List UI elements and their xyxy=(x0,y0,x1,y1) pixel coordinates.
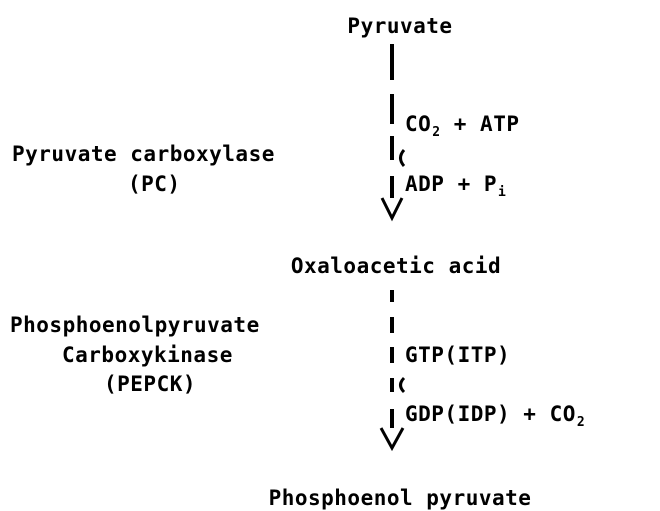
step2-arrowhead xyxy=(379,427,405,452)
compound-oxaloacetic-acid: Oxaloacetic acid xyxy=(290,254,502,278)
step2-cofactor-in: GTP(ITP) xyxy=(405,343,511,367)
step1-cofactor-out: ADP + Pi xyxy=(405,172,507,200)
step1-cofactor-in: CO2 + ATP xyxy=(405,112,520,140)
step2-cofactor-out: GDP(IDP) + CO2 xyxy=(405,402,586,430)
step2-cofactor-curve xyxy=(399,376,406,394)
step1-arrowhead xyxy=(380,197,404,222)
step2-enzyme-line1: Phosphoenolpyruvate xyxy=(10,313,260,337)
step2-enzyme-abbrev: (PEPCK) xyxy=(104,372,197,396)
compound-pyruvate: Pyruvate xyxy=(347,14,453,38)
step2-enzyme-line2: Carboxykinase xyxy=(62,343,233,367)
step1-enzyme-name: Pyruvate carboxylase xyxy=(12,142,275,166)
step1-enzyme-abbrev: (PC) xyxy=(128,172,181,196)
compound-phosphoenol-pyruvate: Phosphoenol pyruvate xyxy=(268,486,532,510)
step1-cofactor-curve xyxy=(399,149,406,167)
